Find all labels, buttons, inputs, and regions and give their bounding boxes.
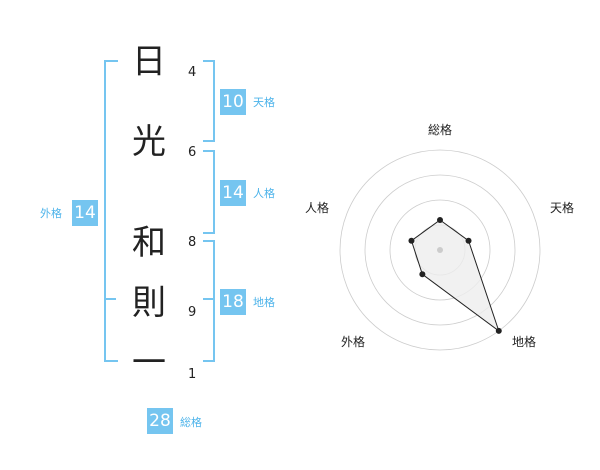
radar-label-jinkaku: 人格: [305, 201, 330, 215]
jinkaku-label: 人格: [253, 187, 275, 200]
radar-point-3: [495, 327, 502, 334]
tenkaku-value: 10: [220, 89, 246, 115]
radar-grid-ring: [339, 149, 541, 351]
radar-point-1: [437, 217, 443, 223]
radar-label-gaikaku: 外格: [341, 335, 366, 349]
stroke-count-5: 1: [188, 367, 197, 382]
radar-label-soukaku: 総格: [428, 123, 453, 137]
name-char-2: 光: [132, 122, 166, 162]
radar-center-dot: [437, 247, 443, 253]
soukaku-label: 総格: [180, 416, 202, 429]
tenkaku-bracket: [203, 60, 215, 142]
radar-point-4: [419, 271, 426, 278]
radar-grid-ring: [389, 199, 491, 301]
name-char-5: 一: [132, 343, 166, 383]
jinkaku-bracket: [203, 150, 215, 234]
name-char-4: 則: [132, 283, 166, 323]
stroke-count-1: 4: [188, 65, 197, 80]
jinkaku-value: 14: [220, 180, 246, 206]
stroke-count-4: 9: [188, 305, 197, 320]
chikaku-label: 地格: [253, 296, 275, 309]
radar-chart: [339, 149, 541, 351]
chikaku-value: 18: [220, 289, 246, 315]
gaikaku-bracket-tick: [104, 298, 116, 300]
soukaku-value: 28: [147, 408, 173, 434]
chikaku-bracket: [203, 240, 215, 362]
stroke-count-2: 6: [188, 145, 197, 160]
gaikaku-bracket: [104, 60, 118, 362]
gaikaku-value: 14: [72, 200, 98, 226]
radar-series-polygon: [410, 219, 500, 333]
radar-label-chikaku: 地格: [512, 335, 537, 349]
tenkaku-label: 天格: [253, 96, 275, 109]
radar-point-5: [408, 237, 415, 244]
radar-label-tenkaku: 天格: [550, 201, 575, 215]
name-char-3: 和: [132, 223, 166, 263]
chikaku-bracket-tick: [203, 298, 213, 300]
radar-point-2: [465, 237, 472, 244]
gaikaku-label: 外格: [40, 207, 62, 220]
name-char-1: 日: [132, 42, 166, 82]
stroke-count-3: 8: [188, 235, 197, 250]
radar-grid-ring: [364, 174, 516, 326]
